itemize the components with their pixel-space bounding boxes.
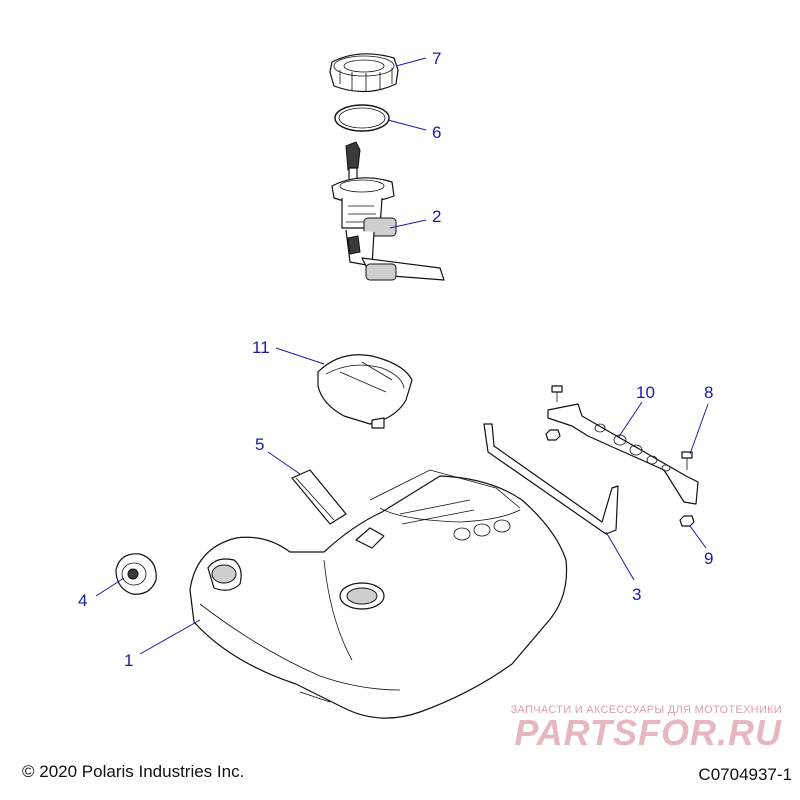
callout-4: 4 — [78, 591, 87, 610]
leader-lines — [95, 57, 709, 655]
fuel-pump-part — [331, 141, 445, 281]
seal-part — [334, 104, 390, 132]
watermark-logo: PARTSFOR.RU — [514, 712, 782, 753]
leader-7 — [395, 57, 427, 67]
leader-3 — [605, 531, 635, 581]
watermark: ЗАПЧАСТИ И АКСЕССУАРЫ ДЛЯ МОТОТЕХНИКИ PA… — [482, 704, 782, 754]
callout-2: 2 — [432, 207, 441, 226]
leader-2 — [389, 219, 427, 229]
watermark-tagline: ЗАПЧАСТИ И АКСЕССУАРЫ ДЛЯ МОТОТЕХНИКИ — [510, 704, 782, 716]
callout-10: 10 — [636, 383, 655, 402]
leader-1 — [139, 619, 201, 655]
leader-10 — [617, 401, 643, 439]
callout-11: 11 — [252, 338, 270, 357]
callout-3: 3 — [632, 585, 641, 604]
callout-1: 1 — [124, 651, 133, 670]
leader-6 — [387, 119, 427, 131]
pad-part — [291, 469, 347, 525]
leader-9 — [689, 525, 707, 549]
bolt-part — [551, 385, 693, 470]
drawing-number: C0704937-1 — [698, 765, 792, 784]
callout-6: 6 — [432, 123, 441, 142]
leader-11 — [275, 347, 325, 365]
copyright-notice: © 2020 Polaris Industries Inc. — [22, 762, 245, 781]
lock-ring-part — [329, 53, 399, 93]
fuel-tank-part — [189, 469, 568, 719]
callout-7: 7 — [432, 49, 441, 68]
fuel-cap-part — [115, 553, 157, 595]
strap-part — [483, 423, 619, 535]
callout-8: 8 — [704, 383, 713, 402]
cover-part — [317, 354, 413, 429]
bracket-part — [547, 403, 699, 505]
leader-8 — [689, 403, 709, 455]
leader-5 — [267, 451, 301, 475]
callout-9: 9 — [704, 549, 713, 568]
leader-4 — [95, 577, 125, 597]
callout-5: 5 — [255, 435, 264, 454]
callout-labels: 7 6 2 11 5 4 1 3 10 8 9 — [78, 49, 713, 670]
nut-part — [545, 429, 695, 527]
